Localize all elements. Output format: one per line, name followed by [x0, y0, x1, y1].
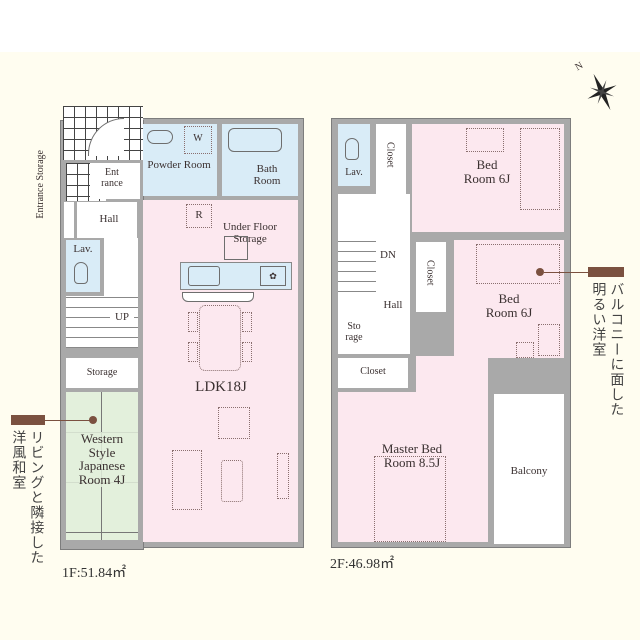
bed: [520, 128, 560, 210]
bed: [476, 244, 560, 284]
callout-dot-1f: [89, 416, 97, 424]
washbasin-icon: [147, 130, 173, 144]
callout-text-1f-line1: リビングと隣接した: [28, 430, 45, 565]
storage-1f: [66, 358, 138, 388]
floor-1-plan: Ent rance Entrance Storage Hall Lav. UP …: [10, 106, 304, 581]
chair: [242, 342, 252, 362]
callout-tag-1f: [11, 415, 45, 425]
bedroom-1-label: Bed Room 6J: [463, 157, 511, 186]
top-margin: [0, 0, 640, 52]
lav-label: Lav.: [73, 243, 93, 255]
japanese-room-label: Western Style Japanese Room 4J: [66, 432, 138, 487]
callout-tag-2f: [588, 267, 624, 277]
master-bedroom-entry: [416, 356, 488, 396]
closet-mid-label: Closet: [424, 260, 436, 286]
floor-1-area: 1F:51.84㎡: [62, 566, 127, 581]
callout-leader-1f: [45, 420, 93, 421]
callout-text-2f-line2: 明るい洋室: [590, 282, 607, 357]
balcony-label: Balcony: [510, 465, 548, 477]
master-bedroom: [338, 392, 488, 542]
entrance-label: Ent rance: [101, 167, 123, 189]
storage-label: Storage: [86, 367, 118, 378]
closet-bottom-label: Closet: [360, 366, 386, 377]
closet-top: [376, 124, 406, 194]
bath-room: [222, 124, 298, 196]
ldk-room: [143, 200, 298, 542]
chair: [516, 342, 534, 358]
stove-icon: ✿: [260, 266, 286, 286]
bedroom-1: [412, 124, 564, 232]
toilet-icon: [74, 262, 88, 284]
powder-room: [143, 124, 217, 196]
coffee-table: [221, 460, 243, 502]
entrance-storage: [64, 202, 74, 238]
kitchen-bar: [182, 292, 254, 302]
bath-room-label: Bath Room: [253, 163, 281, 187]
chair: [188, 312, 198, 332]
storage-2f: [338, 318, 370, 350]
callout-text-2f-line1: バルコニーに面した: [608, 282, 625, 417]
under-floor-storage-hatch[interactable]: [224, 236, 248, 260]
callout-dot-2f: [536, 268, 544, 276]
lav-2f-label: Lav.: [345, 167, 363, 178]
compass-rose-icon: [587, 73, 617, 111]
hall-1f: [77, 202, 137, 238]
compass: N: [573, 60, 624, 112]
balcony: [494, 394, 564, 544]
toilet-icon: [345, 138, 359, 160]
closet-bottom: [338, 358, 408, 388]
staircase-2f[interactable]: [338, 240, 376, 292]
master-bedroom-label: Master Bed Room 8.5J: [381, 441, 443, 470]
armchair: [218, 407, 250, 439]
storage-2f-label: Sto rage: [345, 321, 363, 343]
refrigerator-label: R: [195, 209, 203, 221]
ldk-label: LDK18J: [195, 379, 247, 395]
washer-label: W: [193, 133, 203, 144]
callout-leader-2f: [544, 272, 590, 273]
hall-label: Hall: [99, 213, 119, 225]
callout-text-1f-line2: 洋風和室: [10, 430, 27, 490]
closet-mid: [416, 242, 446, 312]
desk: [466, 128, 504, 152]
sink-icon: [188, 266, 220, 286]
bedroom-2: [454, 240, 564, 358]
bedroom-2-label: Bed Room 6J: [485, 291, 533, 320]
washer-space: [184, 126, 212, 154]
refrigerator-space: [186, 204, 212, 228]
up-label: UP: [110, 311, 134, 324]
entrance-floor: [90, 163, 140, 199]
double-bed: [374, 456, 446, 542]
dining-table: [199, 305, 241, 371]
chair: [242, 312, 252, 332]
sofa: [172, 450, 202, 510]
hall-2f-label: Hall: [383, 299, 403, 311]
desk: [538, 324, 560, 356]
powder-room-label: Powder Room: [147, 159, 211, 171]
under-floor-storage-label: Under Floor Storage: [222, 221, 278, 245]
floor-2-area: 2F:46.98㎡: [330, 557, 395, 572]
closet-top-label: Closet: [384, 142, 396, 168]
dn-label: DN: [380, 249, 396, 261]
bathtub-icon: [228, 128, 282, 152]
tv-stand: [277, 453, 289, 499]
chair: [188, 342, 198, 362]
